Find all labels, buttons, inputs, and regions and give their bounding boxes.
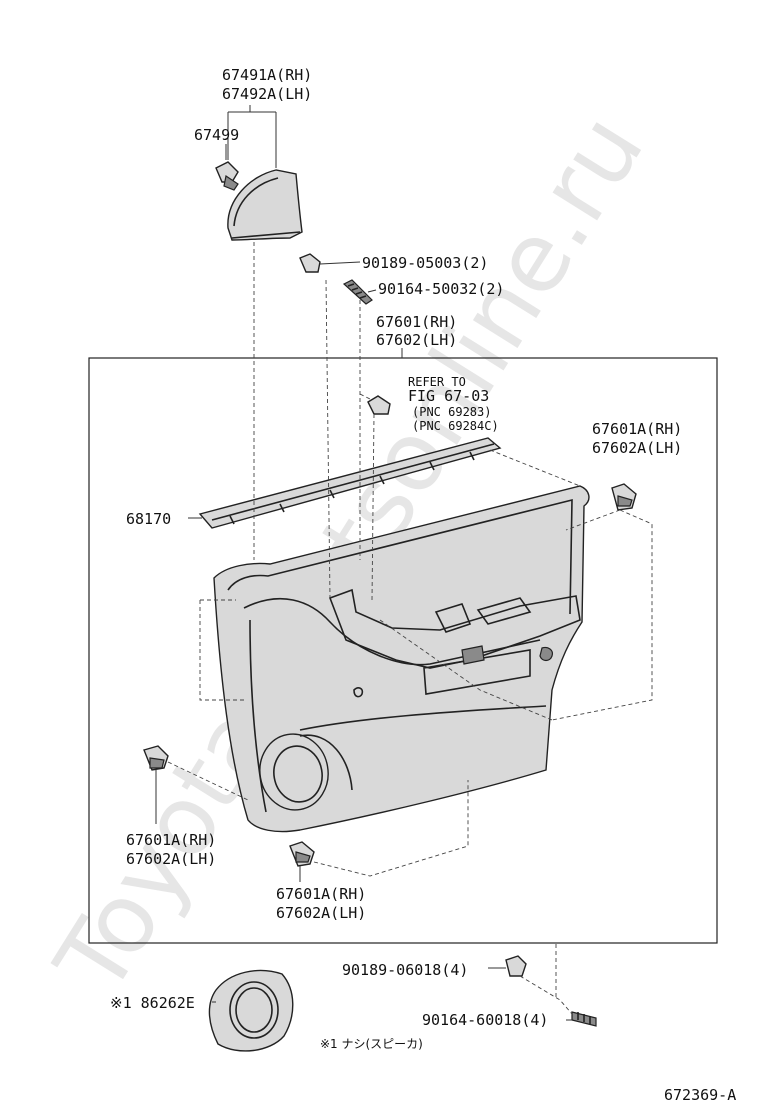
label-90189-06018: 90189-06018(4) — [342, 961, 468, 979]
part-90189-05003-nut[interactable] — [299, 253, 321, 273]
part-67499-clip[interactable] — [215, 161, 239, 191]
leader-67491a — [227, 105, 277, 168]
label-67601a-bottom-rh: 67601A(RH) — [276, 885, 366, 903]
label-67602a-left-lh: 67602A(LH) — [126, 850, 216, 868]
label-refer-to: REFER TO — [408, 375, 466, 389]
label-67602a-bottom-lh: 67602A(LH) — [276, 904, 366, 922]
part-68170-weatherstrip[interactable] — [198, 437, 502, 529]
label-67601a-left-rh: 67601A(RH) — [126, 831, 216, 849]
label-90164-50032: 90164-50032(2) — [378, 280, 504, 298]
label-90189-05003: 90189-05003(2) — [362, 254, 488, 272]
part-90189-06018-nut[interactable] — [505, 955, 527, 977]
label-68170: 68170 — [126, 510, 171, 528]
label-67491a: 67491A(RH) — [222, 66, 312, 84]
label-67602a-right-lh: 67602A(LH) — [592, 439, 682, 457]
part-door-trim-panel[interactable] — [213, 485, 590, 833]
leader-90164-50032 — [367, 289, 377, 293]
leader-90189-05003 — [319, 261, 361, 265]
leader-refer — [359, 393, 373, 401]
label-refer-pnc1: (PNC 69283) — [412, 405, 491, 419]
label-67602: 67602(LH) — [376, 331, 457, 349]
dashed-lines — [167, 242, 653, 1015]
part-67491a-cover[interactable] — [227, 169, 303, 241]
label-67601: 67601(RH) — [376, 313, 457, 331]
part-67601a-clip-right[interactable] — [611, 483, 637, 511]
label-note: ※1 ナシ(スピーカ) — [320, 1037, 423, 1051]
part-90164-50032-screw[interactable] — [342, 279, 373, 305]
label-refer-fig: FIG 67-03 — [408, 387, 489, 405]
figure-number: 672369-A — [664, 1086, 736, 1104]
label-67601a-right-rh: 67601A(RH) — [592, 420, 682, 438]
label-86262e: ※1 86262E — [110, 994, 195, 1012]
part-67601a-clip-left[interactable] — [143, 745, 169, 771]
part-90164-60018-screw[interactable] — [571, 1011, 597, 1027]
part-67601a-clip-bottom[interactable] — [289, 841, 315, 867]
label-67499: 67499 — [194, 126, 239, 144]
part-86262e-bracket[interactable] — [208, 969, 294, 1052]
part-refer-clip[interactable] — [367, 395, 391, 415]
assembly-frame — [88, 357, 718, 944]
label-90164-60018: 90164-60018(4) — [422, 1011, 548, 1029]
label-refer-pnc2: (PNC 69284C) — [412, 419, 499, 433]
label-67492a: 67492A(LH) — [222, 85, 312, 103]
